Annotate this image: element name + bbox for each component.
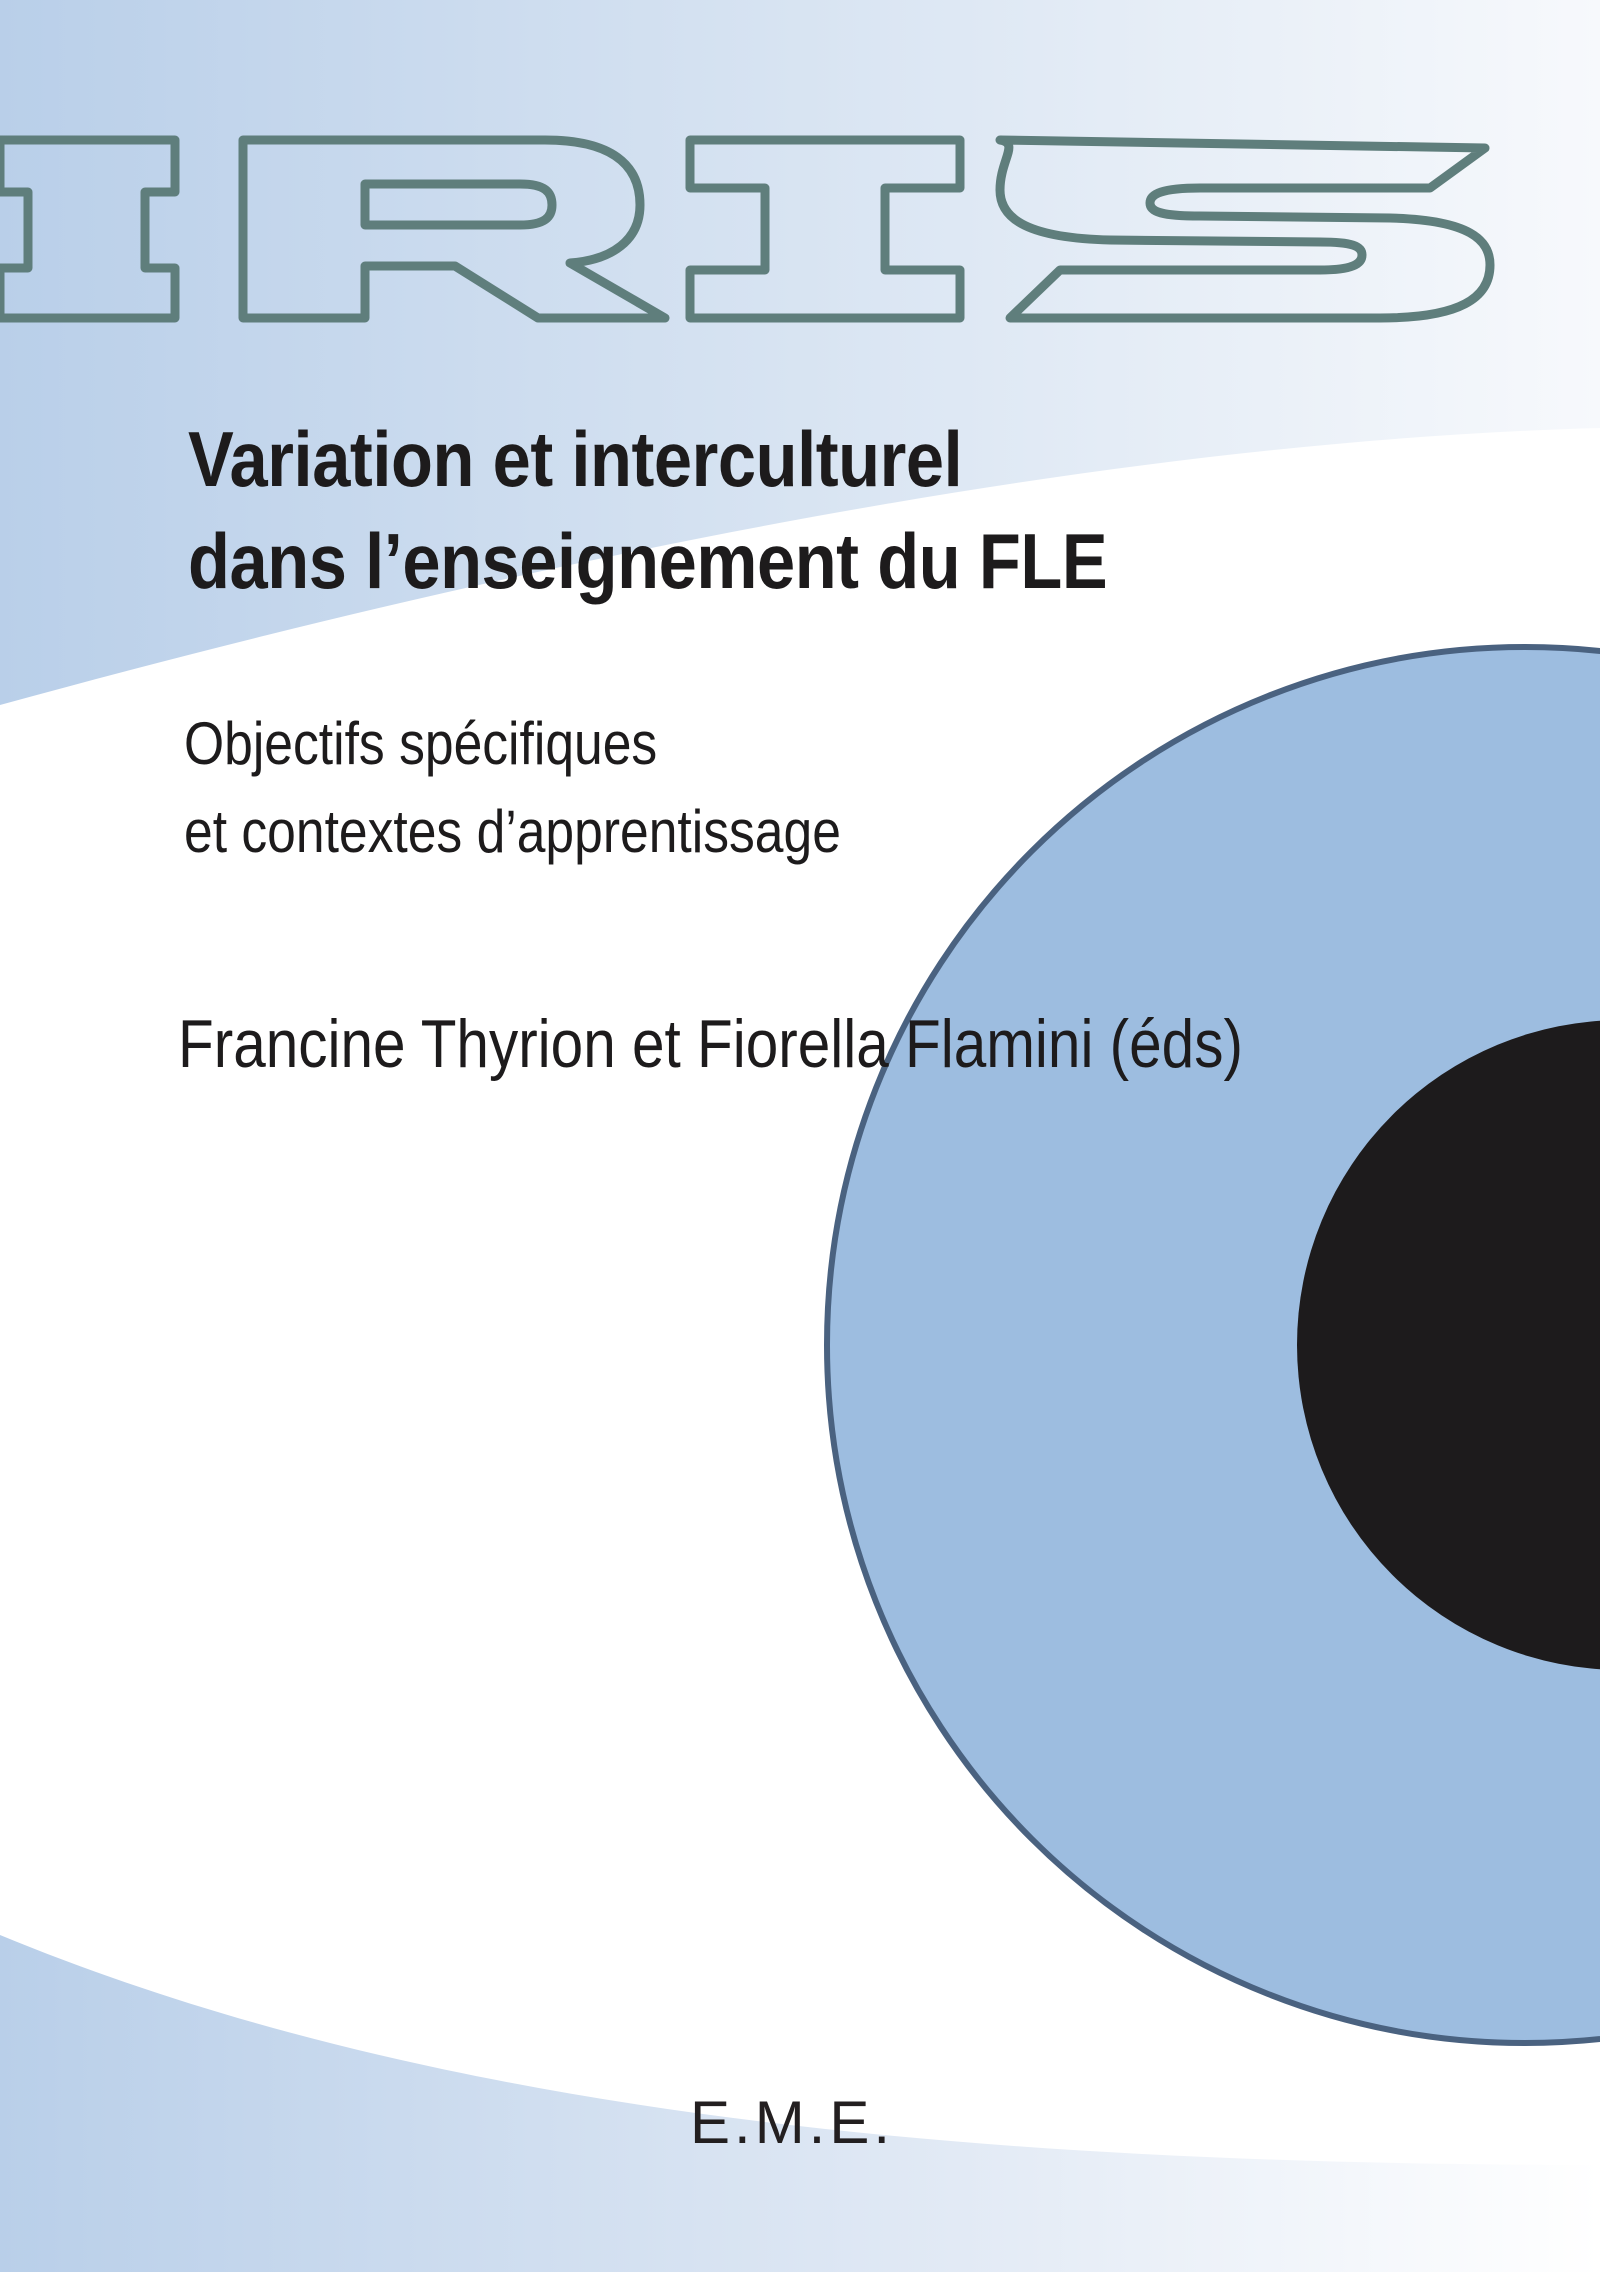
subtitle-line-2: et contextes d’apprentissage xyxy=(184,798,841,865)
title-line-2: dans l’enseignement du FLE xyxy=(188,517,1108,605)
bottom-blue-band xyxy=(0,1935,1600,2272)
subtitle-line-1: Objectifs spécifiques xyxy=(184,710,658,777)
top-blue-band xyxy=(0,0,1600,705)
book-title: Variation et interculturel dans l’enseig… xyxy=(188,408,1108,612)
publisher-name: E.M.E. xyxy=(690,2089,895,2156)
iris-logo xyxy=(0,135,1495,323)
eye-pupil xyxy=(1297,1020,1600,1670)
eye-iris xyxy=(824,644,1600,2046)
title-line-1: Variation et interculturel xyxy=(188,415,963,503)
book-authors: Francine Thyrion et Fiorella Flamini (éd… xyxy=(178,1006,1243,1082)
book-subtitle: Objectifs spécifiques et contextes d’app… xyxy=(184,700,841,876)
